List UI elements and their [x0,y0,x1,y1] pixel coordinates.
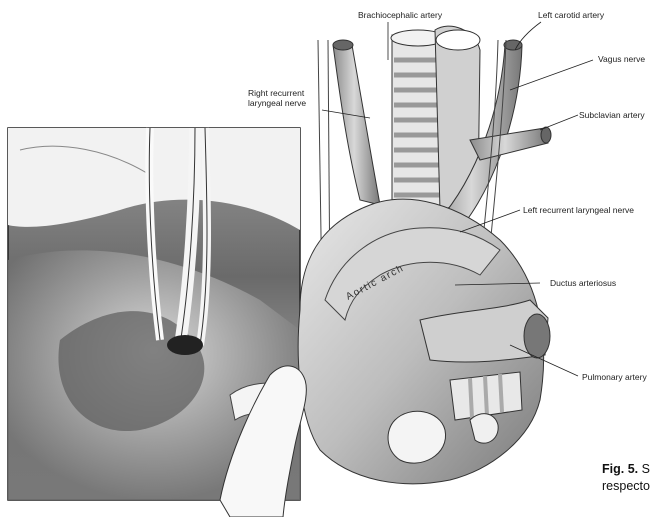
label-pulmonary-artery: Pulmonary artery [582,372,647,382]
label-vagus-nerve: Vagus nerve [598,54,645,64]
figure-number: Fig. 5. [602,462,638,476]
label-right-recurrent-laryngeal-nerve-2: laryngeal nerve [248,98,306,108]
label-left-recurrent-laryngeal-nerve: Left recurrent laryngeal nerve [523,205,634,215]
heart [298,199,550,484]
label-ductus-arteriosus: Ductus arteriosus [550,278,616,288]
label-left-carotid-artery: Left carotid artery [538,10,605,20]
label-right-recurrent-laryngeal-nerve-1: Right recurrent [248,88,305,98]
label-subclavian-artery: Subclavian artery [579,110,645,120]
caption-line1: S [642,462,650,476]
label-brachiocephalic-artery: Brachiocephalic artery [358,10,443,20]
caption-line2: respecto [602,478,668,495]
figure-caption: Fig. 5. S respecto [602,461,668,495]
